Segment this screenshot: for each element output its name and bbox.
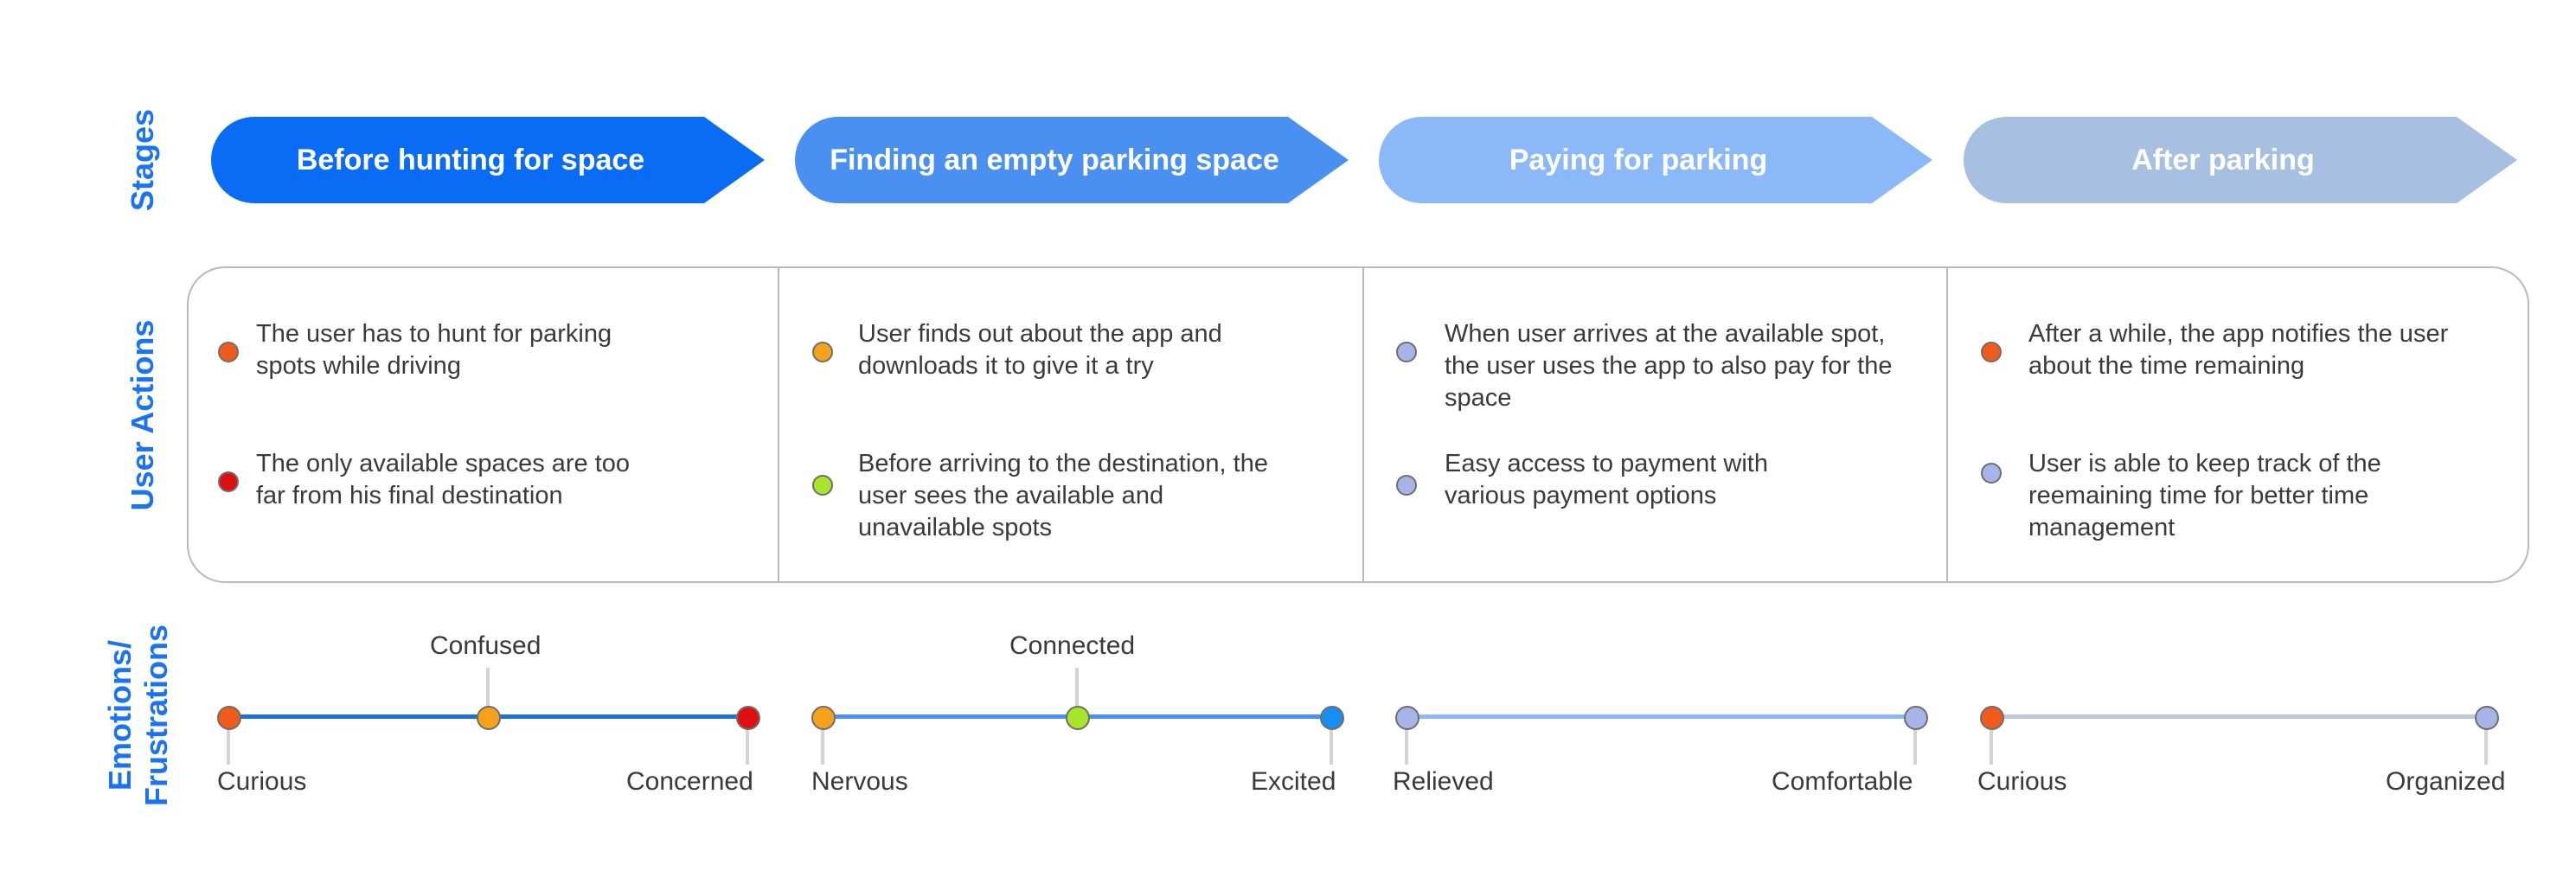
emotion-tick	[486, 668, 490, 716]
emotion-label: Relieved	[1393, 767, 1494, 796]
emotion-label: Organized	[2386, 767, 2506, 796]
action-text: After a while, the app notifies the user…	[2028, 320, 2449, 380]
stage-after-parking: After parking	[1964, 117, 2517, 203]
action-text: User finds out about the app and downloa…	[858, 320, 1222, 380]
emotion-label: Excited	[1251, 767, 1336, 796]
action-bullet	[1981, 342, 2002, 362]
emotion-label: Nervous	[811, 767, 908, 796]
emotion-dot	[1066, 706, 1090, 730]
emotion-dot	[217, 706, 241, 730]
action-bullet	[812, 475, 833, 496]
row-label-emotions-line1: Emotions/	[102, 640, 138, 791]
emotion-dot	[1904, 706, 1928, 730]
action-bullet	[1396, 475, 1417, 496]
emotion-dot	[2475, 706, 2499, 730]
stage-arrow-shape	[211, 117, 765, 203]
action-bullet	[812, 342, 833, 362]
emotion-tick	[1990, 716, 1993, 765]
stage-arrow-shape	[795, 117, 1349, 203]
row-label-emotions-line2: Frustrations	[138, 624, 174, 807]
emotion-line-stage-4	[1991, 714, 2486, 719]
stage-finding-space: Finding an empty parking space	[795, 117, 1349, 203]
action-bullet	[1396, 342, 1417, 362]
emotion-tick	[2484, 716, 2488, 765]
row-label-user-actions: User Actions	[125, 319, 160, 511]
action-text: When user arrives at the available spot,…	[1445, 320, 1893, 412]
action-bullet	[1981, 463, 2002, 484]
stage-before-hunting: Before hunting for space	[211, 117, 765, 203]
stage-paying: Paying for parking	[1379, 117, 1932, 203]
stage-arrow-shape	[1379, 117, 1932, 203]
emotion-label: Connected	[1009, 631, 1136, 660]
emotion-tick	[1405, 716, 1408, 765]
action-text: Easy access to payment with various paym…	[1445, 450, 1768, 509]
column-divider	[1362, 266, 1364, 583]
emotion-tick	[227, 716, 230, 765]
emotion-dot	[1395, 706, 1419, 730]
action-text: User is able to keep track of the reemai…	[2028, 450, 2381, 541]
action-text: Before arriving to the destination, the …	[858, 450, 1268, 541]
stage-label: Before hunting for space	[296, 143, 645, 176]
emotion-dot	[1320, 706, 1344, 730]
emotion-label: Confused	[430, 631, 541, 660]
emotion-tick	[1913, 716, 1917, 765]
emotion-label: Curious	[217, 767, 307, 796]
column-divider	[1946, 266, 1948, 583]
emotion-dot	[811, 706, 836, 730]
emotion-tick	[1075, 668, 1079, 716]
stage-arrow-shape	[1964, 117, 2517, 203]
stage-label: Paying for parking	[1509, 143, 1768, 176]
column-divider	[778, 266, 779, 583]
emotion-dot	[1980, 706, 2004, 730]
emotion-dot	[477, 706, 501, 730]
stage-label: Finding an empty parking space	[830, 143, 1279, 176]
action-bullet	[218, 471, 239, 492]
stage-label: After parking	[2131, 143, 2315, 176]
emotion-label: Comfortable	[1772, 767, 1913, 796]
emotion-tick	[1330, 716, 1333, 765]
row-label-emotions: Emotions/ Frustrations	[102, 607, 175, 823]
action-bullet	[218, 342, 239, 362]
emotion-label: Concerned	[626, 767, 753, 796]
emotion-dot	[736, 706, 760, 730]
action-text: The only available spaces are too far fr…	[256, 450, 631, 509]
emotion-tick	[821, 716, 824, 765]
action-text: The user has to hunt for parking spots w…	[256, 320, 612, 380]
emotion-line-stage-3	[1407, 714, 1915, 719]
emotion-tick	[746, 716, 749, 765]
row-label-stages: Stages	[125, 108, 160, 212]
user-actions-panel	[187, 266, 2529, 583]
emotion-label: Curious	[1977, 767, 2067, 796]
